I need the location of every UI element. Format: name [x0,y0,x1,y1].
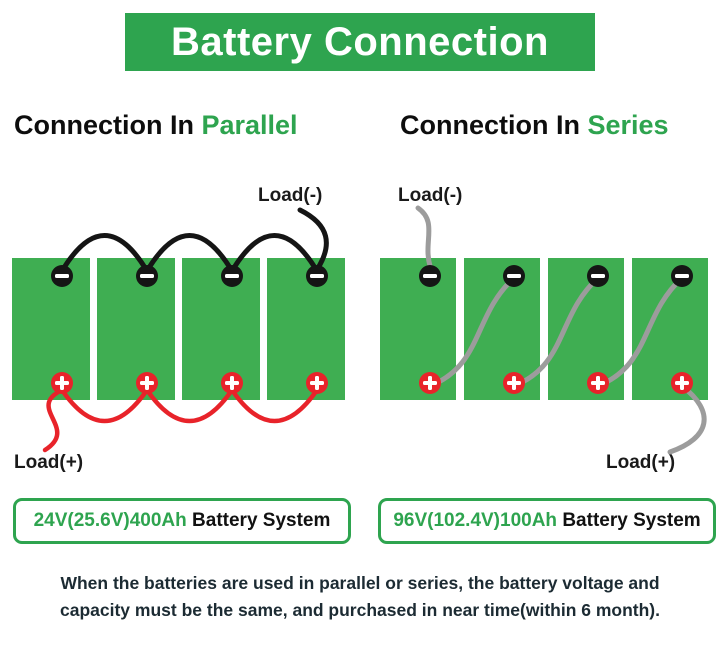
series-system-badge: 96V(102.4V)100Ah Battery System [378,498,716,544]
battery-cell [464,258,540,400]
battery-cell [12,258,90,400]
footer-note: When the batteries are used in parallel … [0,570,720,624]
series-link-wire [511,275,601,389]
plus-terminal-icon [136,372,158,394]
parallel-load-negative-label: Load(-) [258,185,323,206]
parallel-title-prefix: Connection In [14,110,202,140]
load-negative-wire [297,207,329,271]
battery-cell [380,258,456,400]
series-title-accent: Series [587,110,669,140]
plus-terminal-icon [221,372,243,394]
series-title-prefix: Connection In [400,110,588,140]
plus-terminal-icon [503,372,525,394]
battery-cell [267,258,345,400]
series-badge-label: Battery System [557,510,701,531]
positive-bus-wire [229,387,320,424]
series-load-negative-label: Load(-) [398,185,463,206]
minus-terminal-icon [671,265,693,287]
parallel-system-badge: 24V(25.6V)400Ah Battery System [13,498,351,544]
series-link-wire [427,275,517,389]
parallel-load-positive-label: Load(+) [14,452,84,473]
battery-cell [182,258,260,400]
battery-cell [548,258,624,400]
load-positive-wire [667,383,707,455]
series-section-title: Connection In Series [400,110,669,141]
negative-bus-wire [144,233,235,274]
series-badge-spec: 96V(102.4V)100Ah [393,510,558,531]
negative-bus-wire [59,233,150,274]
minus-terminal-icon [136,265,158,287]
footer-line-1: When the batteries are used in parallel … [60,573,660,593]
parallel-title-accent: Parallel [201,110,298,140]
positive-bus-wire [59,387,150,424]
load-negative-wire [415,205,433,269]
battery-cell [632,258,708,400]
footer-line-2: capacity must be the same, and purchased… [60,600,660,621]
plus-terminal-icon [419,372,441,394]
plus-terminal-icon [587,372,609,394]
header-banner: Battery Connection [125,13,595,71]
plus-terminal-icon [306,372,328,394]
minus-terminal-icon [503,265,525,287]
series-load-positive-label: Load(+) [606,452,676,473]
minus-terminal-icon [51,265,73,287]
minus-terminal-icon [221,265,243,287]
series-diagram [380,205,708,455]
minus-terminal-icon [306,265,328,287]
parallel-badge-label: Battery System [186,510,331,531]
plus-terminal-icon [51,372,73,394]
negative-bus-wire [229,233,320,274]
positive-bus-wire [144,387,235,424]
minus-terminal-icon [419,265,441,287]
series-link-wire [595,275,685,389]
plus-terminal-icon [671,372,693,394]
load-positive-wire [42,387,65,453]
parallel-diagram [12,207,345,453]
page-title: Battery Connection [171,19,549,64]
minus-terminal-icon [587,265,609,287]
battery-cell [97,258,175,400]
parallel-badge-spec: 24V(25.6V)400Ah [33,510,187,531]
parallel-section-title: Connection In Parallel [14,110,298,141]
